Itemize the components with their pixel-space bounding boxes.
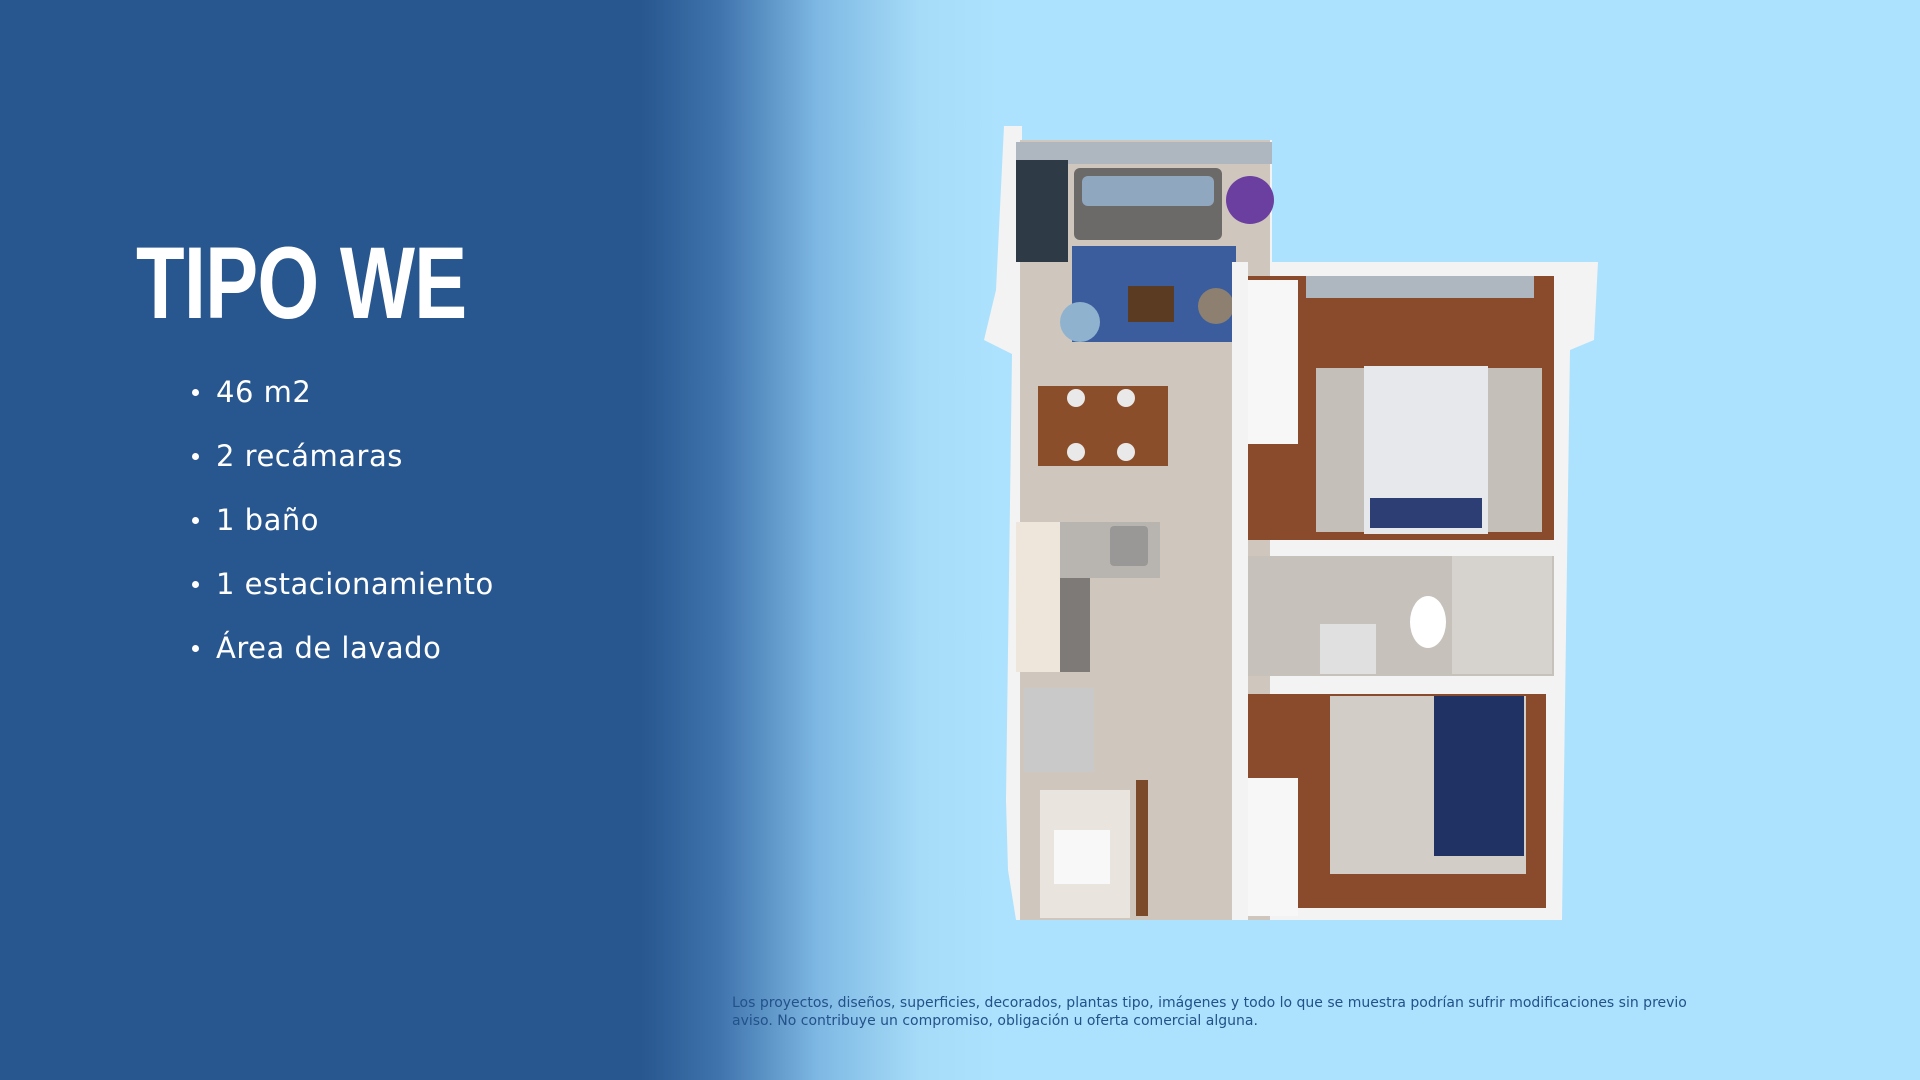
bullet-icon xyxy=(192,581,199,588)
dining-table xyxy=(1038,386,1168,466)
bullet-icon xyxy=(192,517,199,524)
interior-wall xyxy=(1232,262,1248,920)
feature-area: 46 m2 xyxy=(190,370,494,434)
feature-laundry: Área de lavado xyxy=(190,626,494,690)
coffee-table xyxy=(1128,286,1174,322)
plate xyxy=(1117,389,1135,407)
pouf-2 xyxy=(1198,288,1234,324)
feature-label: 1 estacionamiento xyxy=(216,567,494,601)
closet-1 xyxy=(1248,280,1298,444)
bullet-icon xyxy=(192,645,199,652)
bed-2 xyxy=(1434,696,1524,856)
sink xyxy=(1110,526,1148,566)
vanity xyxy=(1320,624,1376,674)
kitchen-counter xyxy=(1016,522,1062,672)
feature-bathroom: 1 baño xyxy=(190,498,494,562)
feature-bedrooms: 2 recámaras xyxy=(190,434,494,498)
feature-label: Área de lavado xyxy=(216,631,442,665)
bed-1-pillows xyxy=(1370,498,1482,528)
feature-parking: 1 estacionamiento xyxy=(190,562,494,626)
plant xyxy=(1226,176,1274,224)
disclaimer-text: Los proyectos, diseños, superficies, dec… xyxy=(732,995,1687,1029)
plate xyxy=(1117,443,1135,461)
unit-title: TIPO WE xyxy=(136,226,467,340)
living-window xyxy=(1016,142,1272,164)
plate xyxy=(1067,443,1085,461)
pouf xyxy=(1060,302,1100,342)
entry-door xyxy=(1136,780,1148,916)
bullet-icon xyxy=(192,453,199,460)
closet-2 xyxy=(1248,778,1298,916)
side-window xyxy=(1016,160,1068,262)
sofa-cushions xyxy=(1082,176,1214,206)
feature-label: 1 baño xyxy=(216,503,319,537)
feature-label: 46 m2 xyxy=(216,375,312,409)
plate xyxy=(1067,389,1085,407)
fridge xyxy=(1024,688,1094,772)
floor-plan-image xyxy=(984,126,1598,920)
bedroom-1-window xyxy=(1306,276,1534,298)
toilet xyxy=(1410,596,1446,648)
stove xyxy=(1060,578,1090,672)
features-list: 46 m2 2 recámaras 1 baño 1 estacionamien… xyxy=(190,370,494,690)
feature-label: 2 recámaras xyxy=(216,439,403,473)
shower xyxy=(1452,556,1552,674)
bullet-icon xyxy=(192,389,199,396)
washer xyxy=(1054,830,1110,884)
